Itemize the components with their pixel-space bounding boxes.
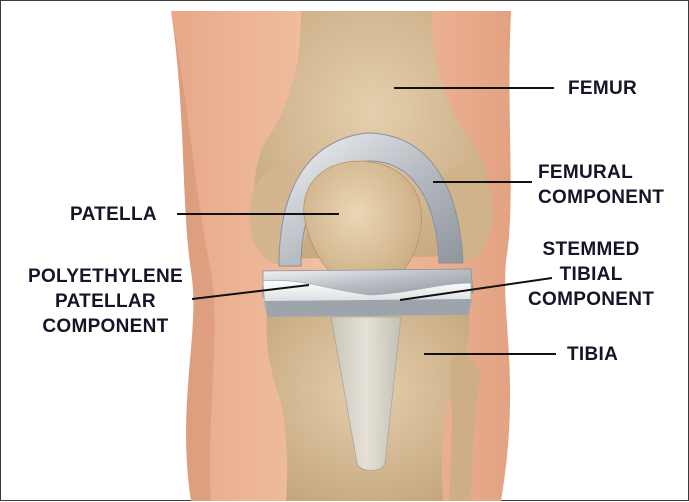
label-tibia: TIBIA	[567, 342, 618, 367]
label-patella: PATELLA	[70, 202, 157, 227]
label-polyethylene-patellar-component: POLYETHYLENE PATELLAR COMPONENT	[28, 264, 183, 339]
label-femoral-component: FEMURAL COMPONENT	[538, 160, 664, 210]
label-stemmed-tibial-component: STEMMED TIBIAL COMPONENT	[528, 237, 654, 312]
label-femur: FEMUR	[568, 76, 637, 101]
tibial-baseplate	[265, 299, 471, 317]
